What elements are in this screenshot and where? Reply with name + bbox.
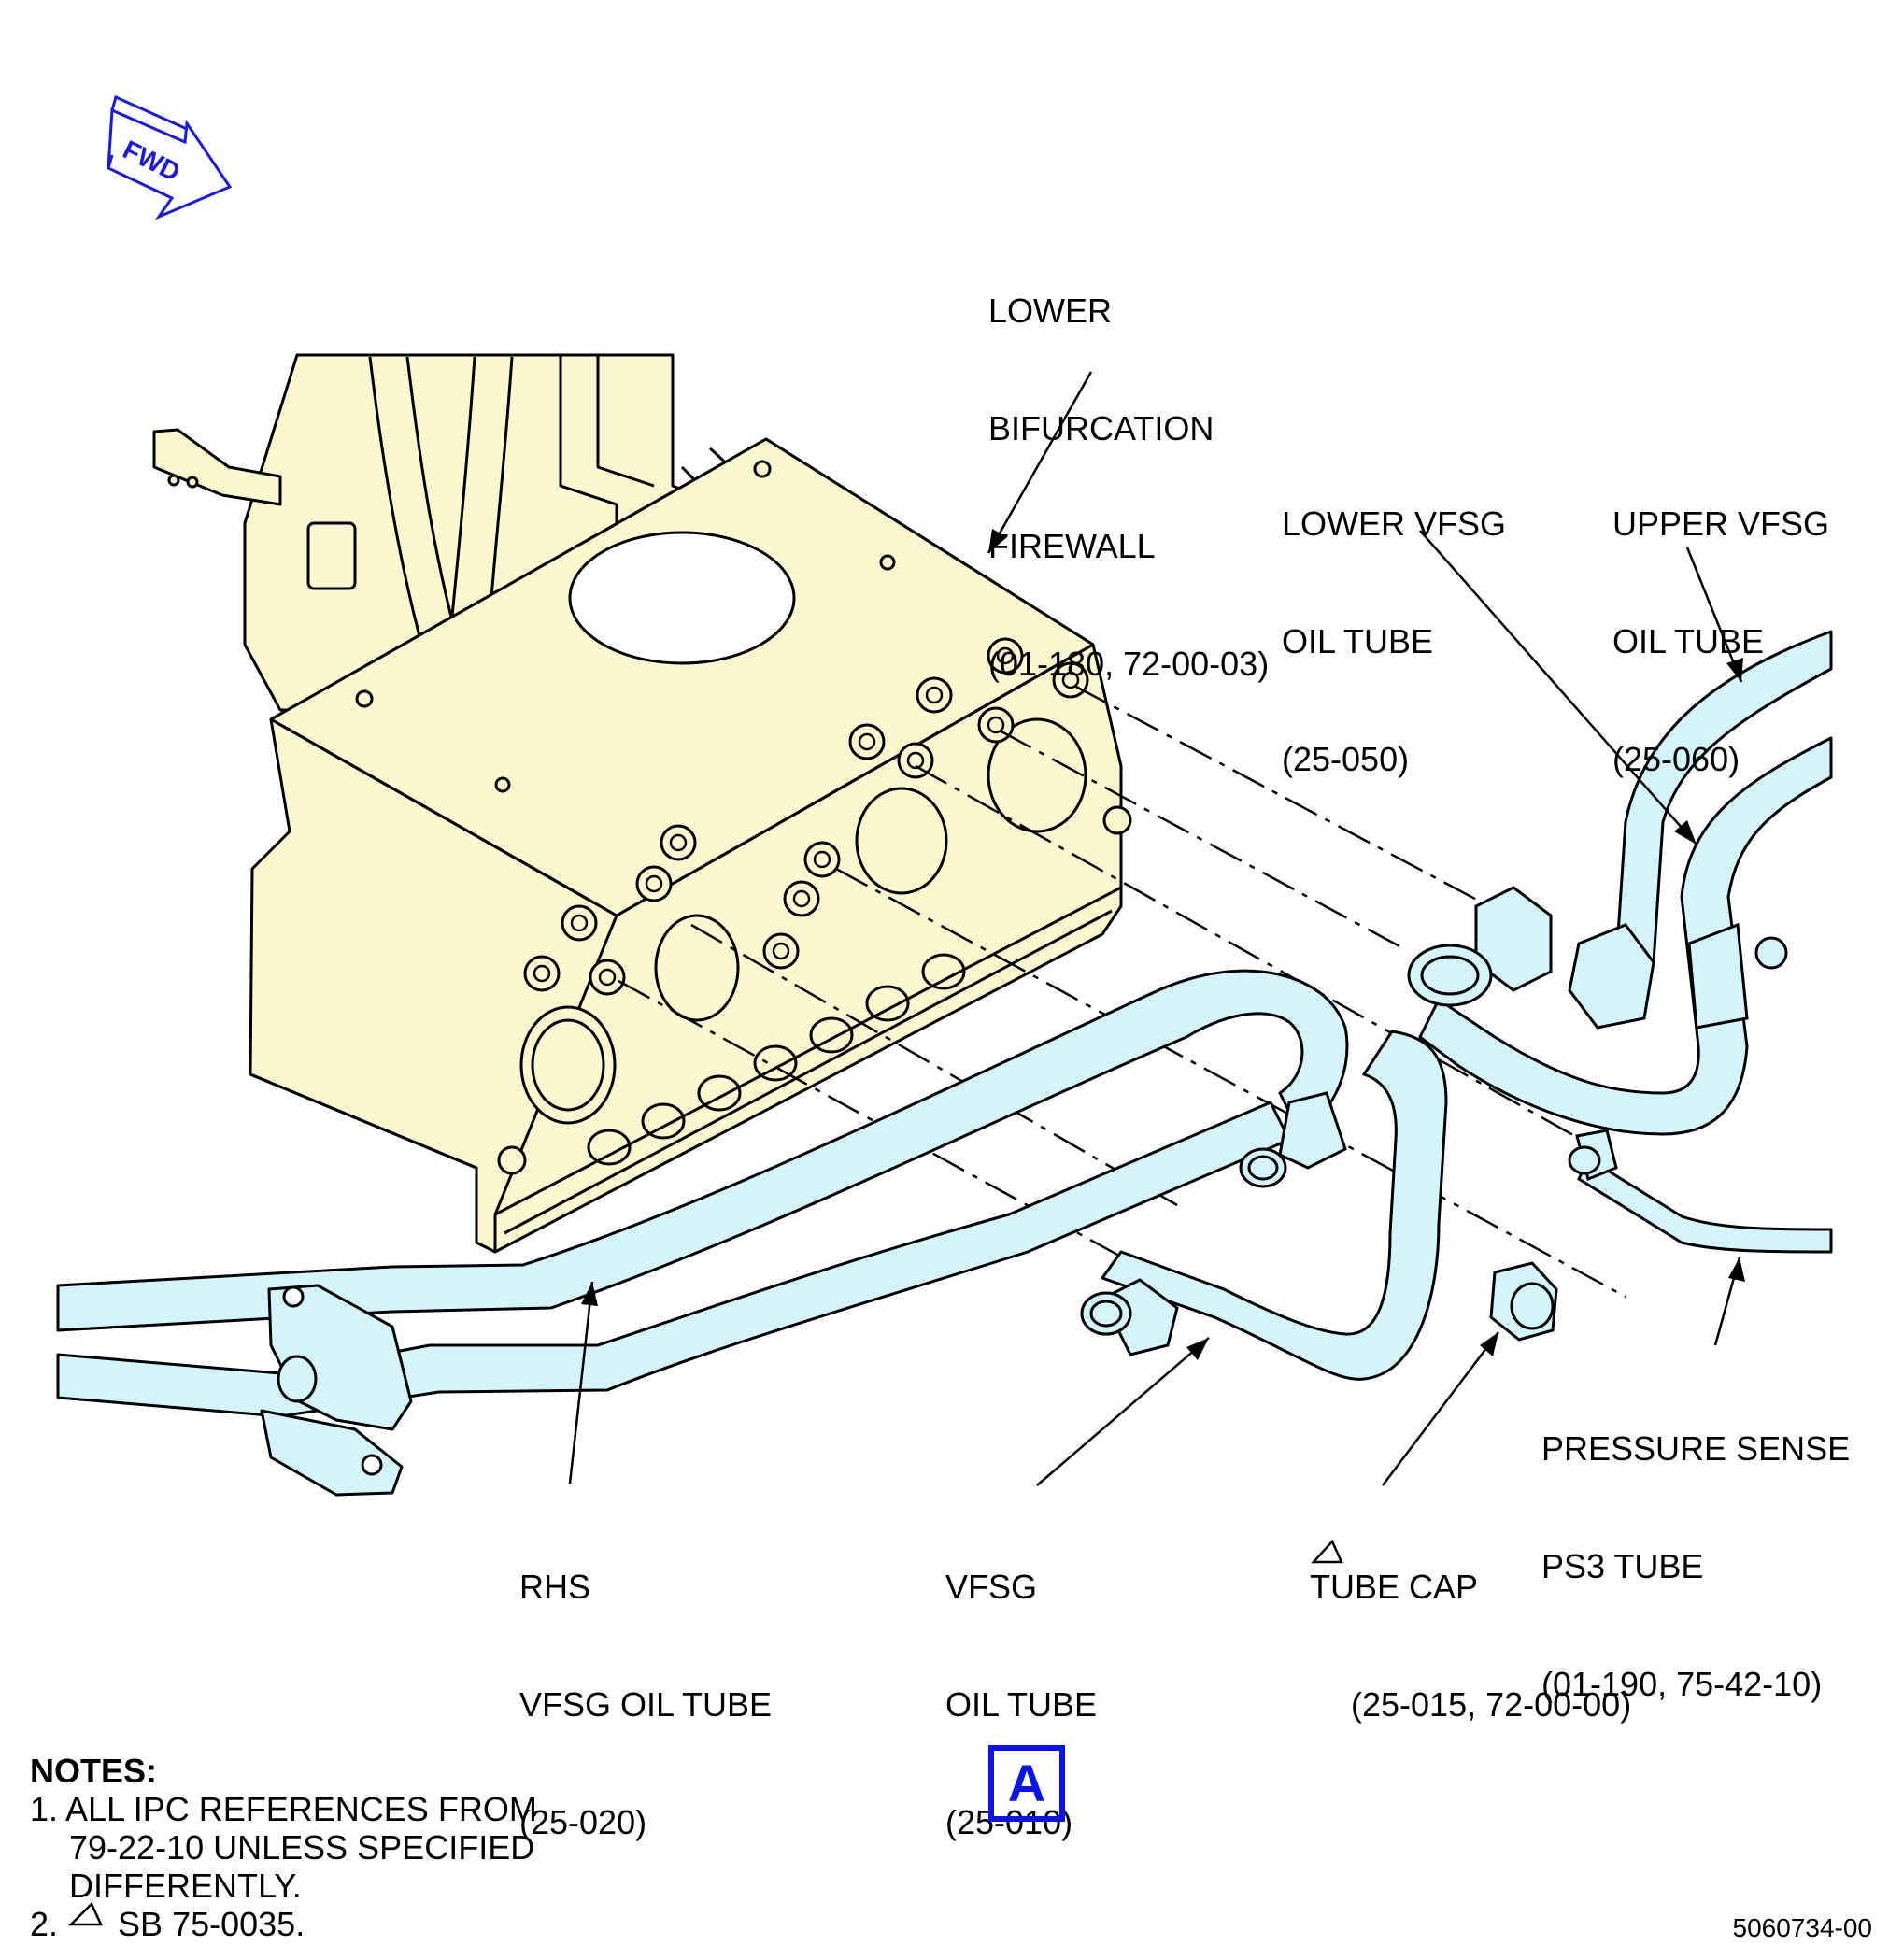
- label-line: VFSG OIL TUBE: [519, 1685, 773, 1724]
- label-pressure-sense-tube: PRESSURE SENSE PS3 TUBE (01-190, 75-42-1…: [1541, 1351, 1850, 1743]
- label-lower-bifurcation-firewall: LOWER BIFURCATION FIREWALL (01-180, 72-0…: [988, 213, 1269, 723]
- label-line: TUBE CAP: [1310, 1568, 1479, 1606]
- tube-fittings: [1080, 886, 1788, 1356]
- view-label-box: A: [988, 1745, 1065, 1822]
- leader-lines: [568, 371, 1743, 1486]
- fwd-arrow-icon: FWD: [107, 94, 233, 220]
- label-rhs-vfsg-oil-tube: RHS VFSG OIL TUBE (25-020): [519, 1489, 772, 1882]
- label-lower-vfsg-oil-tube: LOWER VFSG OIL TUBE (25-050): [1282, 426, 1506, 818]
- label-line: VFSG: [945, 1568, 1038, 1606]
- label-line: (01-180, 72-00-03): [988, 645, 1270, 683]
- leader-arrowheads: [581, 529, 1745, 1360]
- note-1-number: 1.: [30, 1790, 59, 1828]
- label-line: OIL TUBE: [1612, 622, 1765, 660]
- note-2-text: SB 75-0035.: [118, 1905, 305, 1943]
- note-2-number: 2.: [30, 1905, 59, 1943]
- label-line: (25-050): [1282, 740, 1410, 778]
- label-line: OIL TUBE: [1282, 622, 1434, 660]
- label-upper-vfsg-oil-tube: UPPER VFSG OIL TUBE (25-060): [1612, 426, 1829, 818]
- label-line: (01-190, 75-42-10): [1541, 1665, 1823, 1703]
- label-line: FIREWALL: [988, 527, 1156, 565]
- label-line: (25-060): [1612, 740, 1740, 778]
- figure-number: 5060734-00: [1732, 1913, 1872, 1942]
- pressure-sense-tube: [1577, 1157, 1833, 1254]
- label-line: RHS: [519, 1568, 591, 1606]
- label-line: (25-015, 72-00-00): [1351, 1685, 1632, 1724]
- label-line: BIFURCATION: [988, 409, 1214, 447]
- label-line: PRESSURE SENSE: [1541, 1429, 1851, 1468]
- lower-vfsg-oil-tube: [1418, 736, 1833, 1136]
- note-1-line: DIFFERENTLY.: [69, 1867, 302, 1905]
- notes-block: NOTES: 1. ALL IPC REFERENCES FROM 79-22-…: [30, 1752, 537, 1943]
- label-tube-cap: TUBE CAP (25-015, 72-00-00): [1310, 1489, 1631, 1764]
- label-line: LOWER: [988, 291, 1113, 330]
- label-line: PS3 TUBE: [1541, 1547, 1704, 1585]
- label-line: (25-020): [519, 1803, 647, 1841]
- note-1-line: ALL IPC REFERENCES FROM: [65, 1790, 537, 1828]
- vfsg-oil-tube: [1101, 1030, 1448, 1381]
- label-line: LOWER VFSG: [1282, 504, 1507, 543]
- label-line: (25-010): [945, 1803, 1073, 1841]
- label-vfsg-oil-tube: VFSG OIL TUBE (25-010): [945, 1489, 1097, 1882]
- notes-heading: NOTES:: [30, 1752, 158, 1790]
- label-line: UPPER VFSG: [1612, 504, 1830, 543]
- label-line: OIL TUBE: [945, 1685, 1098, 1724]
- note-1-line: 79-22-10 UNLESS SPECIFIED: [69, 1828, 535, 1867]
- alignment-lines: [618, 684, 1626, 1310]
- sb-reference-icon: [67, 1539, 1343, 1926]
